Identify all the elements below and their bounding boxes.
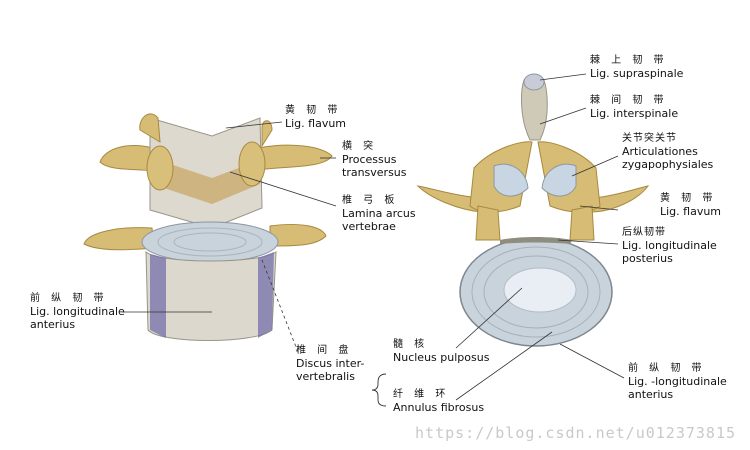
pedicle-right bbox=[569, 205, 595, 241]
disc-ring-2 bbox=[173, 232, 247, 252]
supraspinous-ligament bbox=[523, 73, 545, 91]
label-lig-flavum-right: 黄 韧 带 Lig. flavum bbox=[660, 193, 722, 218]
label-processus-transversus: 横 突 Processus transversus bbox=[342, 141, 407, 179]
ligamentum-flavum-left bbox=[152, 158, 260, 204]
spinous-process-lower bbox=[261, 120, 273, 148]
pedicle-left bbox=[475, 205, 501, 241]
label-annulus-fibrosus: 纤 维 环 Annulus fibrosus bbox=[393, 389, 485, 414]
transverse-process-right-upper bbox=[255, 144, 333, 171]
label-lamina-arcus: 椎 弓 板 Lamina arcus vertebrae bbox=[342, 195, 416, 233]
watermark: https://blog.csdn.net/u012373815 bbox=[415, 424, 736, 442]
transverse-process-right-view-left bbox=[416, 185, 483, 213]
annulus-ring-2 bbox=[483, 255, 589, 329]
nucleus-pulposus bbox=[503, 267, 577, 313]
label-nucleus-pulposus: 髓 核 Nucleus pulposus bbox=[393, 339, 490, 364]
lamina-arcus-vertebrae bbox=[149, 117, 263, 229]
annulus-ring-1 bbox=[471, 246, 601, 338]
brace bbox=[371, 373, 387, 407]
disc-ring-1 bbox=[157, 227, 263, 257]
transverse-process-right-view-right bbox=[589, 185, 650, 213]
transverse-process-left-lower bbox=[83, 227, 155, 251]
right-vertebra-view bbox=[416, 73, 650, 347]
label-lig-supraspinale: 棘 上 韧 带 Lig. supraspinale bbox=[590, 55, 684, 80]
label-lig-flavum-left: 黄 韧 带 Lig. flavum bbox=[285, 105, 347, 130]
leader-lines bbox=[122, 73, 625, 401]
label-discus-intervertebralis: 椎 间 盘 Discus inter- vertebralis bbox=[296, 345, 365, 383]
articular-process-right bbox=[238, 141, 266, 187]
label-lig-longitudinale-anterius-left: 前 纵 韧 带 Lig. longitudinale anterius bbox=[30, 293, 125, 331]
articular-process-left bbox=[146, 145, 174, 191]
anterior-longitudinal-ligament-right bbox=[258, 252, 274, 338]
posterior-longitudinal-ligament bbox=[500, 237, 572, 244]
facet-joint-left bbox=[493, 163, 529, 197]
label-articulationes-zygapophysiales: 关节突关节 Articulationes zygapophysiales bbox=[622, 133, 714, 171]
spinous-process-upper bbox=[139, 113, 161, 143]
transverse-process-right-lower bbox=[269, 223, 327, 247]
spinous-process-top bbox=[521, 79, 548, 141]
label-lig-longitudinale-posterius: 后纵韧带 Lig. longitudinale posterius bbox=[622, 227, 717, 265]
label-lig-interspinale: 棘 间 韧 带 Lig. interspinale bbox=[590, 95, 679, 120]
label-lig-longitudinale-anterius-right: 前 纵 韧 带 Lig. -longitudinale anterius bbox=[628, 363, 727, 401]
anterior-longitudinal-ligament-left bbox=[150, 254, 166, 338]
facet-joint-right bbox=[541, 163, 577, 197]
left-vertebra-view bbox=[83, 113, 333, 341]
